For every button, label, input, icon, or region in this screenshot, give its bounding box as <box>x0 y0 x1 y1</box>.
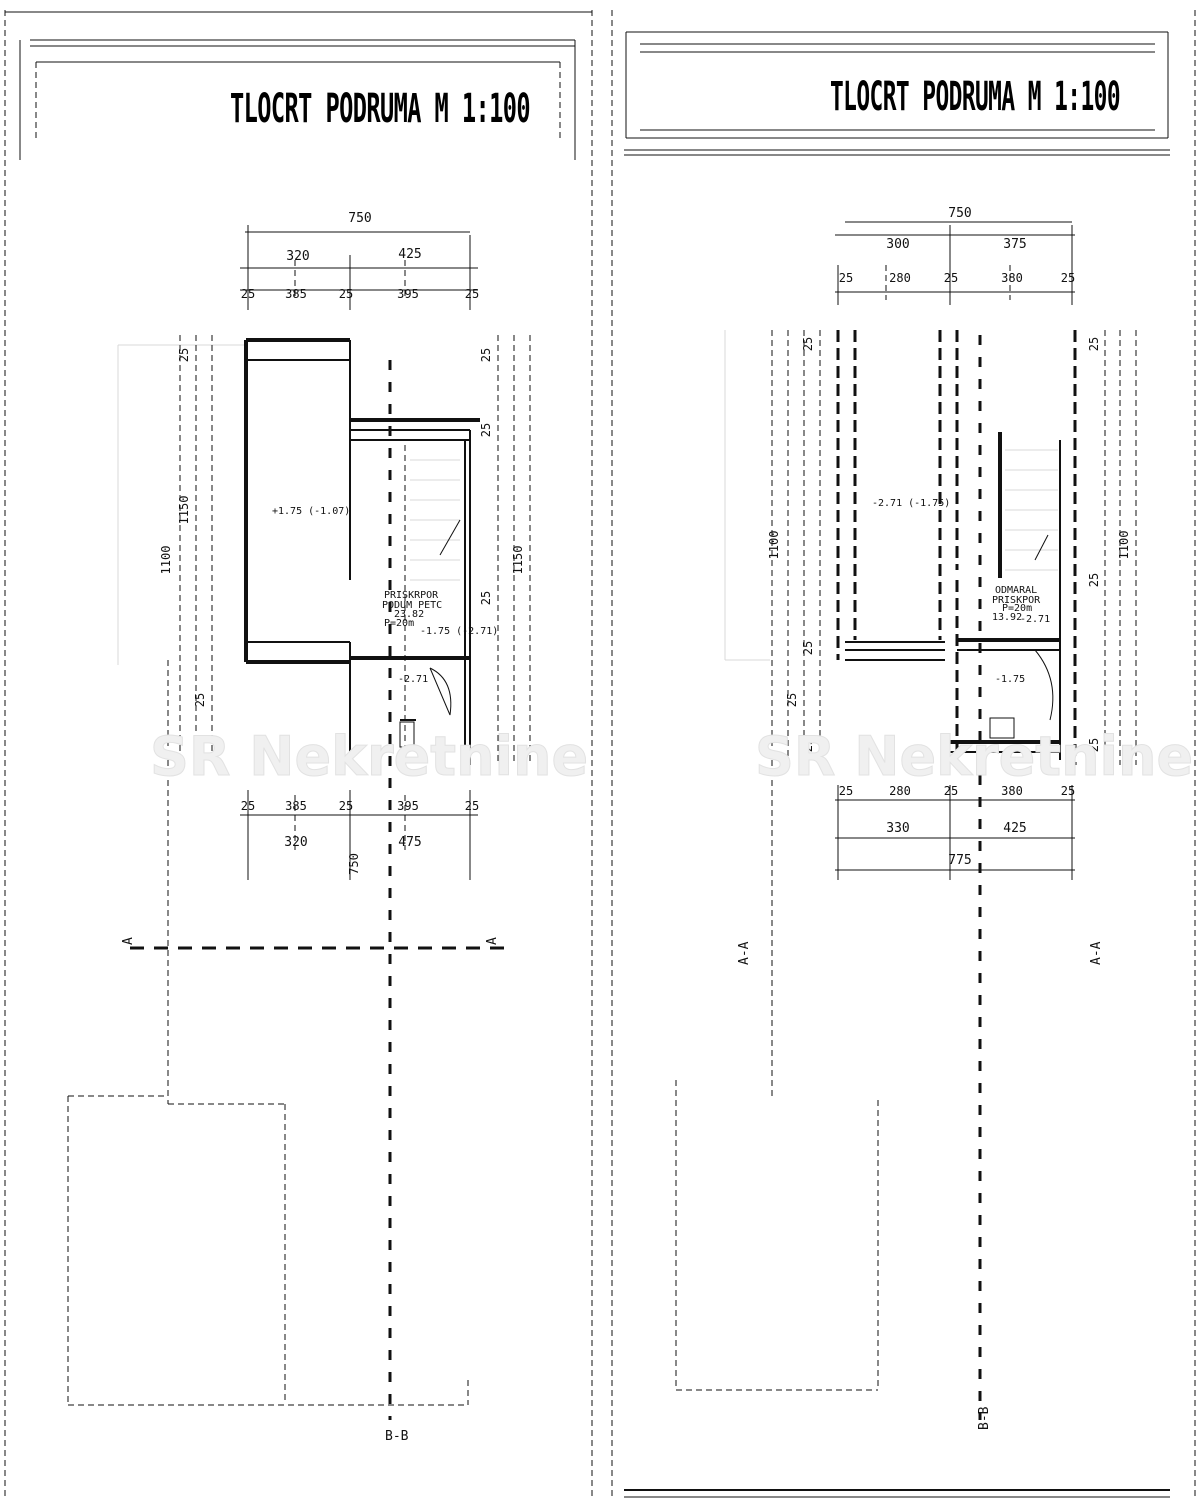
right-dim-top-row1-a: 300 <box>886 237 909 252</box>
right-dim-top-row2-d: 380 <box>1001 271 1023 285</box>
right-section-label-left: A-A <box>737 941 752 965</box>
watermark-left: SR Nekretnine <box>150 725 588 788</box>
left-dim-bottom-total: 750 <box>347 853 361 875</box>
left-dim-top-row2-d: 395 <box>397 287 419 301</box>
right-dim-bottom-row1-a: 25 <box>839 784 853 798</box>
left-dim-bottom-row1-b: 385 <box>285 799 307 813</box>
right-floor-plan <box>724 330 1137 1420</box>
left-dim-top-row2-e: 25 <box>465 287 479 301</box>
left-room2-area: 23.82 <box>394 609 424 620</box>
watermark-right: SR Nekretnine <box>755 725 1193 788</box>
right-dim-left-e: 25 <box>801 738 815 752</box>
right-axis-bottom-label: B-B <box>977 1406 992 1430</box>
right-dim-bottom-row1-b: 280 <box>889 784 911 798</box>
left-dim-top-row1-b: 425 <box>398 247 421 262</box>
right-dim-top-row2-a: 25 <box>839 271 853 285</box>
right-level-2: -1.75 <box>995 674 1025 685</box>
left-dim-top-row2-b: 385 <box>285 287 307 301</box>
left-axis-bottom-label: B-B <box>385 1429 409 1444</box>
right-dim-left-a: 25 <box>801 337 815 351</box>
left-lower-outline <box>67 660 469 1406</box>
left-section-label-left: A <box>121 937 136 945</box>
left-dim-bottom-row1-a: 25 <box>241 799 255 813</box>
left-dim-right-b: 1150 <box>511 546 525 575</box>
right-dim-top-row1-b: 375 <box>1003 237 1026 252</box>
right-dim-left-c: 25 <box>801 641 815 655</box>
right-dims-top <box>835 221 1075 305</box>
left-level-1: -1.75 (-2.71) <box>420 626 498 637</box>
right-dim-bottom-row1-c: 25 <box>944 784 958 798</box>
left-dim-bottom-row2-a: 320 <box>284 835 307 850</box>
right-dim-bottom-row2-b: 425 <box>1003 821 1026 836</box>
left-level-2: -2.71 <box>398 674 428 685</box>
right-dim-top-total: 750 <box>948 206 971 221</box>
left-dim-right-a: 25 <box>479 348 493 362</box>
right-dim-top-row2-c: 25 <box>944 271 958 285</box>
left-floor-plan <box>117 335 531 1420</box>
right-dim-top-row2-e: 25 <box>1061 271 1075 285</box>
right-dim-right-b: 1100 <box>1117 531 1131 560</box>
left-dim-left-a: 1100 <box>159 546 173 575</box>
right-lower-outline <box>675 1080 879 1391</box>
right-dim-right-a: 25 <box>1087 337 1101 351</box>
left-dims-top <box>240 225 478 310</box>
right-room2-area: 13.92 <box>992 612 1022 623</box>
left-dim-top-row2-c: 25 <box>339 287 353 301</box>
right-room2-name1: ODMARAL <box>995 585 1037 596</box>
right-room2-name2: PRISKPOR <box>992 595 1041 606</box>
left-dim-left-c: 25 <box>193 693 207 707</box>
left-section-label-right: A <box>485 937 500 945</box>
right-level-1: -2.71 <box>1020 614 1050 625</box>
right-dim-bottom-row2-a: 330 <box>886 821 909 836</box>
right-dim-left-b: 1100 <box>767 531 781 560</box>
right-dim-bottom-row1-d: 380 <box>1001 784 1023 798</box>
right-dims-bottom <box>835 785 1075 880</box>
right-dim-right-d: 25 <box>1087 738 1101 752</box>
right-section-label-right: A-A <box>1089 941 1104 965</box>
left-dim-left-d: 1150 <box>177 496 191 525</box>
sheet-left-title: TLOCRT PODRUMA M 1:100 <box>230 86 530 132</box>
left-dim-top-row1-a: 320 <box>286 249 309 264</box>
left-dim-left-b: 25 <box>177 348 191 362</box>
right-room-level-label: -2.71 (-1.75) <box>872 498 950 509</box>
left-dim-top-total: 750 <box>348 211 371 226</box>
right-dim-top-row2-b: 280 <box>889 271 911 285</box>
right-room2-perim: P=20m <box>1002 603 1032 614</box>
left-dim-bottom-row2-b: 475 <box>398 835 421 850</box>
left-dim-right-c: 25 <box>479 423 493 437</box>
left-dim-right-d: 25 <box>479 591 493 605</box>
left-dim-bottom-row1-e: 25 <box>465 799 479 813</box>
sheet-right-frame <box>611 10 1196 1500</box>
left-dim-top-row2-a: 25 <box>241 287 255 301</box>
left-room2-name2: PODUM PETC <box>382 600 442 611</box>
left-room2-perim: P=20m <box>384 618 414 629</box>
right-dim-bottom-total: 775 <box>948 853 971 868</box>
left-dim-bottom-row1-c: 25 <box>339 799 353 813</box>
sheet-left-frame <box>4 10 593 1500</box>
right-dim-bottom-row1-e: 25 <box>1061 784 1075 798</box>
right-dim-right-c: 25 <box>1087 573 1101 587</box>
sheet-right-title: TLOCRT PODRUMA M 1:100 <box>830 74 1120 120</box>
right-dim-left-d: 25 <box>785 693 799 707</box>
left-room-level-label: +1.75 (-1.07) <box>272 506 350 517</box>
left-room2-name1: PRISKRPOR <box>384 590 439 601</box>
left-dim-bottom-row1-d: 395 <box>397 799 419 813</box>
left-dims-bottom <box>240 790 478 880</box>
